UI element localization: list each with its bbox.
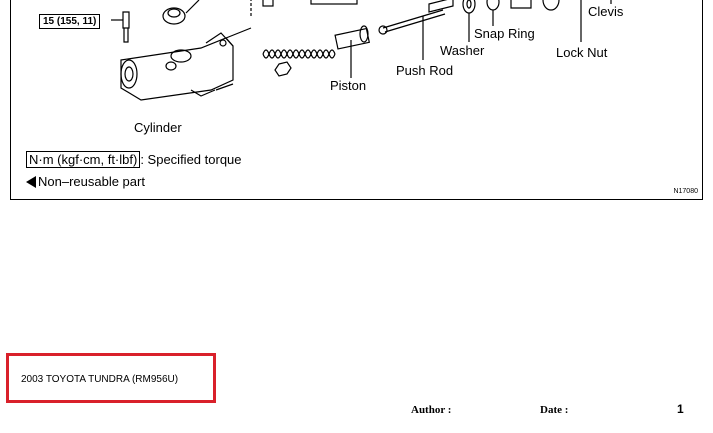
model-highlight-box: 2003 TOYOTA TUNDRA (RM956U) [6,353,216,403]
torque-desc: : Specified torque [140,152,242,167]
clevis-label: Clevis [588,4,624,19]
clutch-master-cylinder-illustration [111,0,612,101]
cylinder-body [120,37,234,101]
grommet [162,7,186,25]
date-label: Date : [540,404,569,416]
cylinder-label: Cylinder [134,120,182,135]
piston-label: Piston [330,78,367,93]
push-rod-label: Push Rod [396,63,454,78]
washer [462,0,476,14]
page-number: 1 [677,402,684,416]
snap-ring [486,0,500,11]
piston [334,27,371,50]
push-rod [382,9,444,29]
triangle-marker-icon [26,175,36,188]
non-reusable-legend: Non–reusable part [26,174,145,189]
figure-code: N17080 [673,188,698,195]
torque-unit-box: N·m (kgf·cm, ft·lbf) [26,151,141,168]
bleeder-plug [122,11,130,29]
model-text: 2003 TOYOTA TUNDRA (RM956U) [21,374,179,385]
non-reusable-text: Non–reusable part [38,174,145,189]
snap-ring-label: Snap Ring [474,26,535,41]
torque-spec-box: 15 (155, 11) [39,14,101,29]
lock-nut-label: Lock Nut [556,45,608,60]
exploded-diagram: 15 (155, 11) Clevis Snap Ring Washer Loc… [10,0,703,200]
washer-label: Washer [440,43,485,58]
torque-legend: N·m (kgf·cm, ft·lbf): Specified torque [26,151,242,168]
author-label: Author : [411,404,452,416]
